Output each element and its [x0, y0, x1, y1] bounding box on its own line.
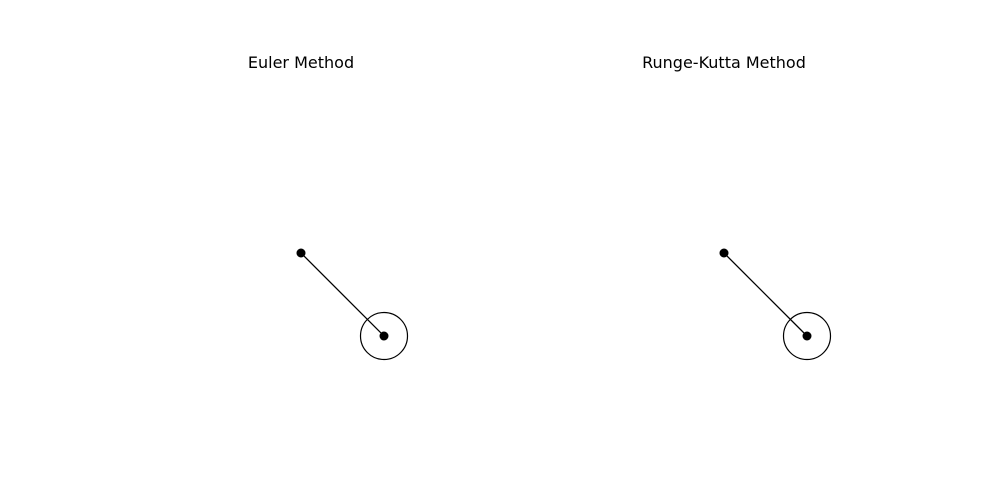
panel-title-runge-kutta: Runge-Kutta Method: [642, 53, 806, 72]
panel-title-euler: Euler Method: [248, 53, 354, 72]
pendulum-rod-runge-kutta: [723, 252, 808, 337]
pendulum-bob-runge-kutta: [802, 331, 812, 341]
pendulum-bob-euler: [379, 331, 389, 341]
pendulum-pivot-runge-kutta: [719, 248, 729, 258]
panel-runge-kutta: Runge-Kutta Method: [642, 53, 832, 361]
pendulum-bob-ring-euler: [359, 311, 409, 361]
pendulum-rod-euler: [300, 252, 385, 337]
pendulum-pivot-euler: [296, 248, 306, 258]
pendulum-bob-ring-runge-kutta: [782, 311, 832, 361]
panel-euler: Euler Method: [248, 53, 409, 361]
